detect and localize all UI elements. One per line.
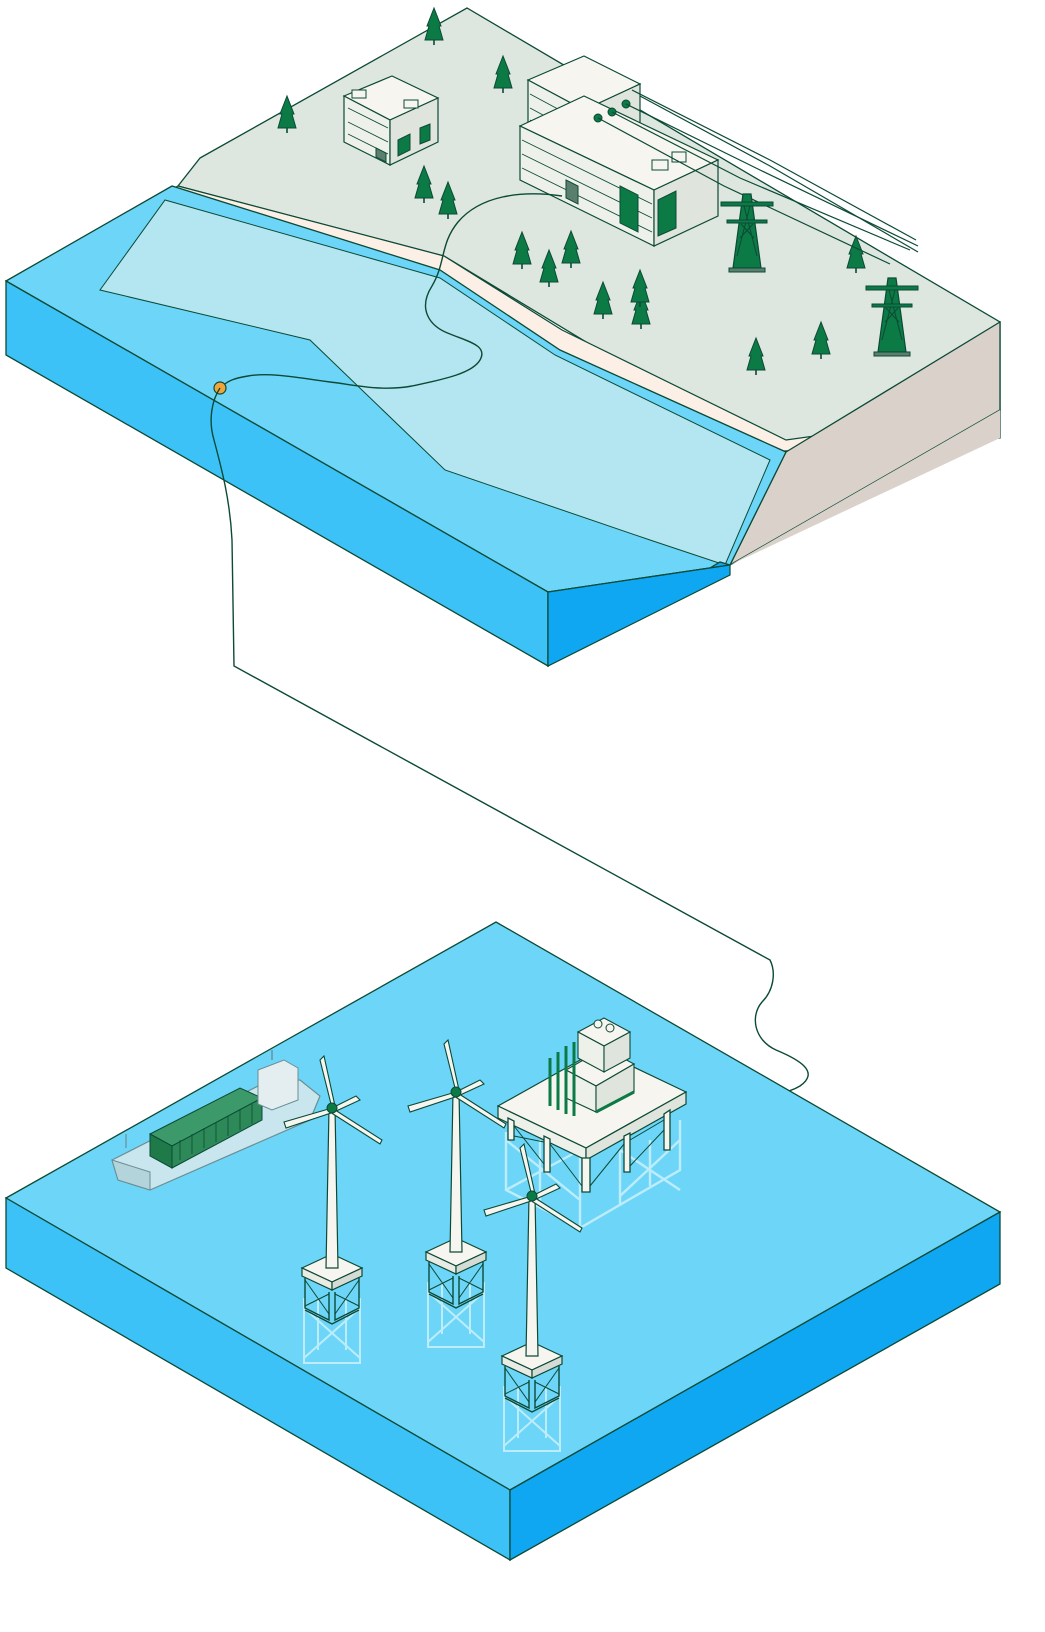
offshore-tile	[4, 921, 1002, 1562]
sea-side-right	[509, 1210, 1001, 1562]
offshore-substation-icon	[496, 1017, 688, 1230]
overhead-power-lines	[597, 89, 919, 265]
onshore-cable-route	[219, 193, 563, 389]
pine-tree-icon	[424, 7, 444, 46]
container-ship-icon	[111, 1050, 321, 1191]
substation-building-icon	[518, 55, 720, 247]
pine-tree-icon	[277, 95, 297, 134]
shallow-water	[99, 199, 771, 566]
coastal-tile	[4, 7, 1001, 668]
control-building-icon	[342, 75, 440, 166]
